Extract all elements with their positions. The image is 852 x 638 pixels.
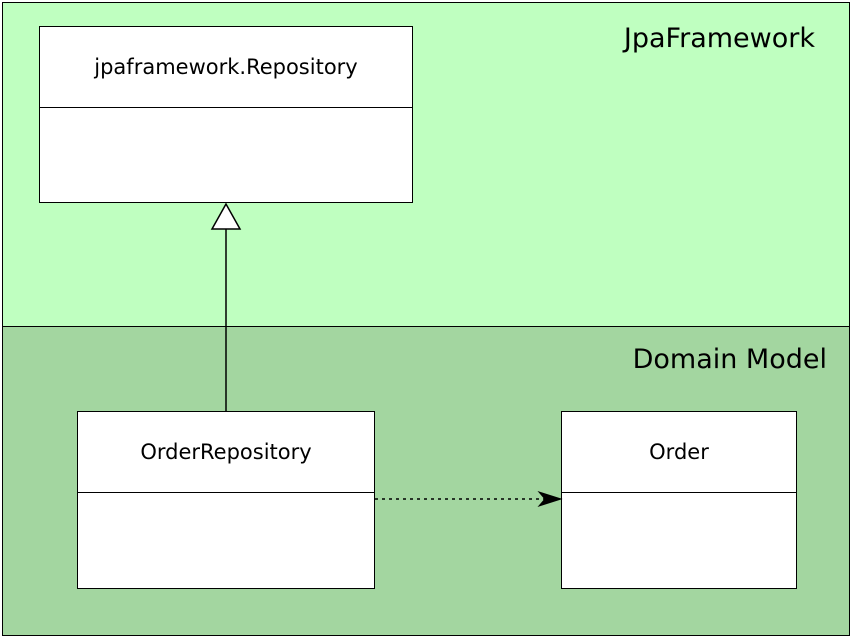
class-name-repository: jpaframework.Repository xyxy=(40,27,412,108)
package-title-jpaframework: JpaFramework xyxy=(623,23,815,54)
class-name-order: Order xyxy=(562,412,796,493)
class-name-order-repository: OrderRepository xyxy=(78,412,374,493)
class-box-order-repository: OrderRepository xyxy=(77,411,375,589)
class-box-repository: jpaframework.Repository xyxy=(39,26,413,203)
package-title-domain-model: Domain Model xyxy=(632,344,827,375)
class-box-order: Order xyxy=(561,411,797,589)
